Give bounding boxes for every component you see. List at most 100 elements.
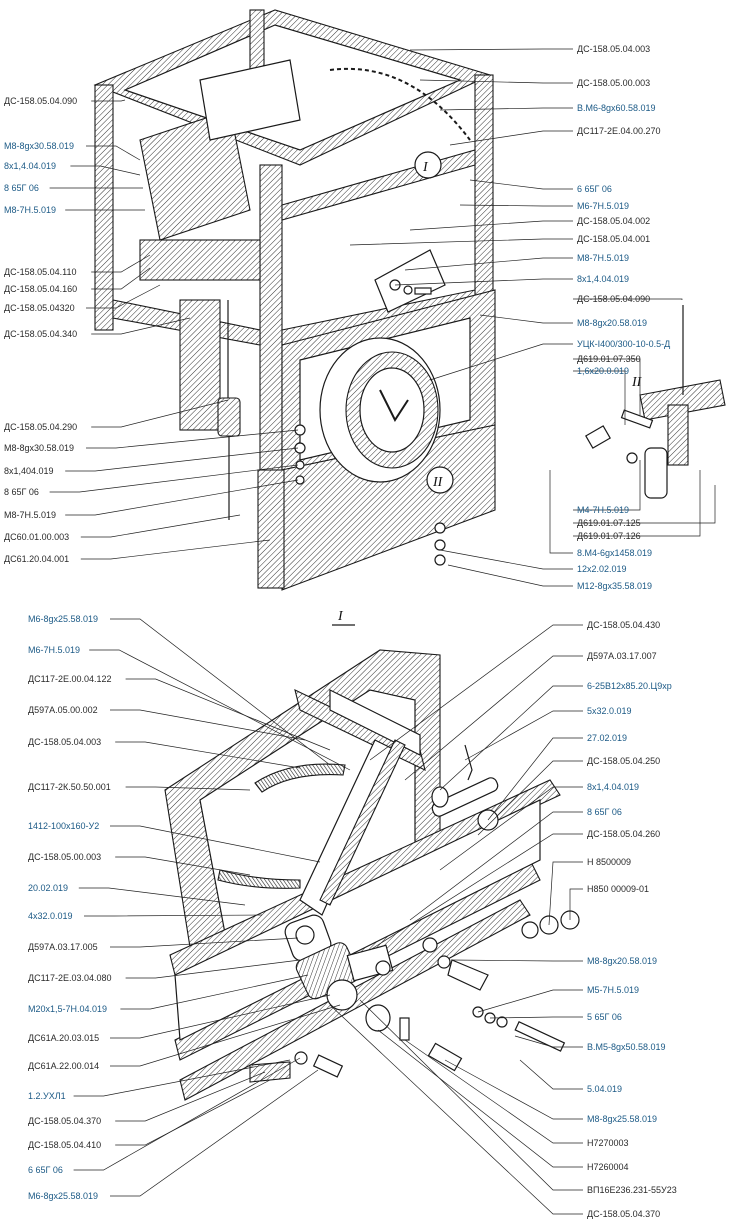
leader-line	[451, 959, 583, 962]
detail-II-marker-top: II	[432, 475, 444, 490]
detail-I-marker-top: I	[422, 160, 429, 175]
leader-line	[477, 760, 583, 836]
leader-line	[110, 709, 306, 741]
leader-line	[349, 238, 573, 246]
part-label: ДС-158.05.00.003	[577, 78, 650, 88]
leader-line	[569, 888, 583, 920]
leader-line	[110, 937, 299, 948]
leader-line	[86, 429, 299, 449]
part-label: ДС-158.05.04.001	[577, 234, 650, 244]
part-label: ДС-158.05.04.410	[28, 1140, 101, 1150]
leader-line	[78, 887, 246, 906]
part-label: ДС-158.05.04.250	[587, 756, 660, 766]
part-label: 8.М4-6gx1458.019	[577, 548, 652, 558]
leader-line	[549, 470, 573, 554]
leader-line	[49, 464, 299, 493]
leader-line	[86, 284, 161, 309]
leader-line	[91, 254, 151, 273]
leader-line	[479, 314, 573, 324]
part-label: М8-8gx30.58.019	[4, 141, 74, 151]
leader-line	[91, 267, 151, 290]
part-label: Н850 00009-01	[587, 884, 649, 894]
part-label: М8-8gx30.58.019	[4, 443, 74, 453]
leader-line	[489, 1016, 583, 1019]
leader-line	[519, 1059, 583, 1090]
part-label: М8-8gx25.58.019	[587, 1114, 657, 1124]
detail-I-drawing	[164, 624, 580, 1101]
part-label: ДС117-2Е.04.00.270	[577, 126, 661, 136]
part-label: 8 65Г 06	[4, 487, 39, 497]
part-label: ДС-158.05.04.003	[577, 44, 650, 54]
part-label: ДС-158.05.04.002	[577, 216, 650, 226]
part-label: М8-8gx20.58.019	[587, 956, 657, 966]
part-label: ДС-158.05.00.003	[28, 852, 101, 862]
leader-line	[86, 145, 141, 161]
part-label: 6 65Г 06	[28, 1165, 63, 1175]
leader-line	[573, 370, 626, 425]
part-label: 8 65Г 06	[587, 807, 622, 817]
part-label: 8х1,4.04.019	[4, 161, 56, 171]
detail-I-title: I	[337, 609, 344, 624]
part-label: 1.2.УХЛ1	[28, 1091, 66, 1101]
part-label: ВП16Е236.231-55У23	[587, 1185, 677, 1195]
part-label: 1412-100х160-У2	[28, 821, 99, 831]
part-label: ДС61.20.04.001	[4, 554, 69, 564]
leader-line	[369, 833, 583, 951]
frame-assembly-drawing	[93, 9, 726, 591]
leader-line	[110, 825, 321, 863]
part-label: 8х1,4.04.019	[587, 782, 639, 792]
leader-line	[70, 165, 141, 176]
part-label: Н7270003	[587, 1138, 629, 1148]
part-label: ДС117-2К.50.50.001	[28, 782, 111, 792]
leader-line	[464, 710, 583, 761]
leader-line	[377, 1029, 583, 1168]
leader-lines	[49, 48, 716, 1215]
leader-line	[459, 204, 573, 207]
leader-line	[115, 856, 251, 876]
part-label: ДС-158.05.04.430	[587, 620, 660, 630]
part-label: 8х1,404.019	[4, 466, 54, 476]
part-label: М8-8gx20.58.019	[577, 318, 647, 328]
leader-line	[115, 1071, 266, 1122]
leader-line	[73, 1057, 301, 1171]
part-label: М8-7Н.5.019	[577, 253, 629, 263]
part-label: 8 65Г 06	[4, 183, 39, 193]
leader-line	[369, 624, 583, 761]
leader-line	[573, 460, 641, 511]
leader-line	[115, 1079, 271, 1146]
part-label: УЦК-I400/300-10-0.5-Д	[577, 339, 670, 349]
leader-line	[125, 959, 301, 979]
leader-line	[115, 741, 301, 769]
leader-line	[409, 48, 573, 51]
part-label: ДС-158.05.04.090	[4, 96, 77, 106]
leader-line	[447, 564, 573, 587]
leader-line	[329, 1004, 583, 1215]
part-label: ДС-158.05.04.370	[28, 1116, 101, 1126]
leader-line	[110, 618, 331, 766]
part-label: ДС117-2Е.00.04.122	[28, 674, 112, 684]
leader-line	[394, 278, 573, 286]
leader-line	[89, 649, 351, 771]
part-label: Д619.01.07.125	[577, 518, 641, 528]
part-label: 5х32.0.019	[587, 706, 632, 716]
leader-line	[573, 358, 641, 415]
leader-line	[419, 79, 573, 84]
leader-line	[487, 737, 583, 821]
part-label: 5.04.019	[587, 1084, 622, 1094]
leader-line	[125, 786, 251, 791]
part-label: 6-25В12х85.20.Ц9хр	[587, 681, 672, 691]
part-label: Н7260004	[587, 1162, 629, 1172]
part-label: ДС61А.20.03.015	[28, 1033, 99, 1043]
leader-line	[80, 514, 241, 538]
leader-line	[439, 107, 573, 111]
leader-line	[110, 1069, 319, 1197]
part-label: ДС-158.05.04.110	[4, 267, 76, 277]
leader-line	[573, 298, 683, 300]
part-label: 5 65Г 06	[587, 1012, 622, 1022]
part-label: М20х1,5-7Н.04.019	[28, 1004, 107, 1014]
part-label: ДС-158.05.04.090	[577, 294, 650, 304]
leader-line	[404, 257, 573, 271]
part-label: ДС-158.05.04.260	[587, 829, 660, 839]
leader-line	[110, 994, 331, 1039]
leader-line	[439, 786, 583, 871]
